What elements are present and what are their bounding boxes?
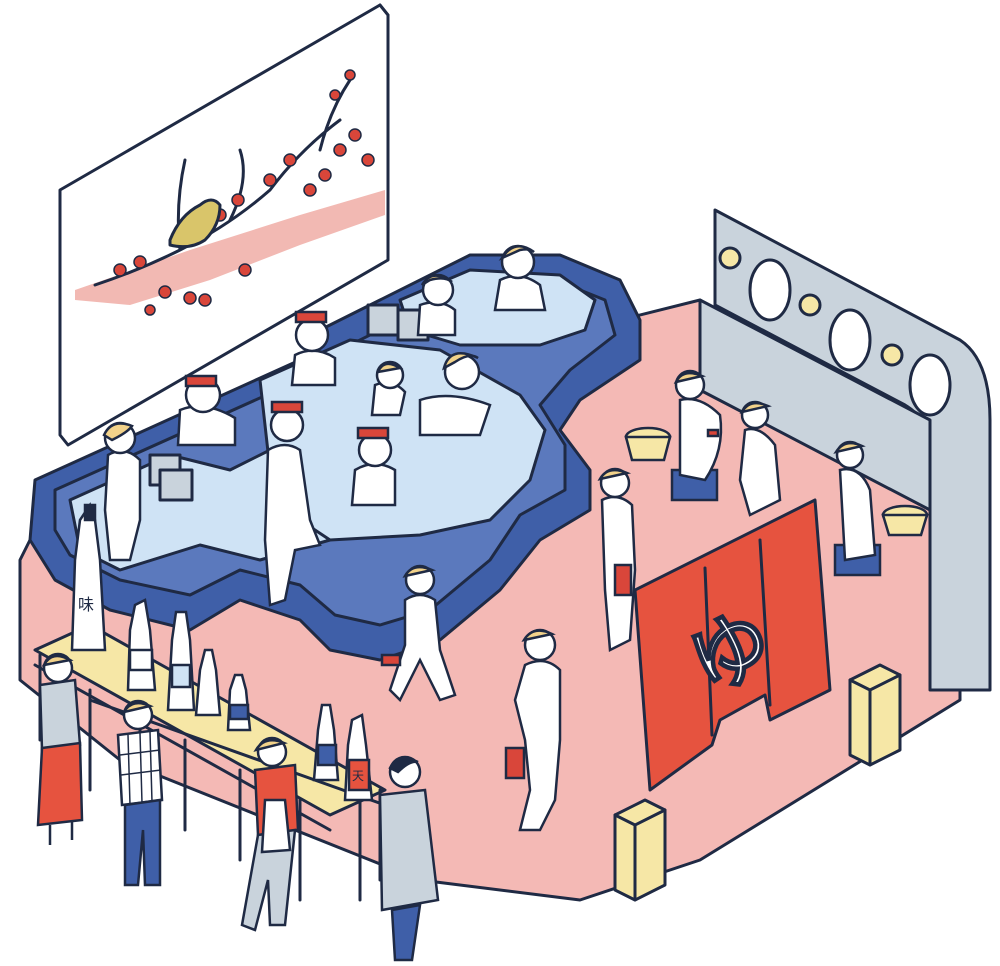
bather <box>493 244 547 312</box>
sake-bottle <box>194 648 222 717</box>
bathers <box>102 244 547 607</box>
visitor <box>36 652 84 845</box>
bird <box>168 198 222 249</box>
mirror <box>908 353 952 417</box>
bather <box>418 352 492 437</box>
visitor <box>116 699 164 887</box>
bather <box>370 360 407 417</box>
sake-bottle <box>312 703 340 782</box>
visitors <box>36 652 440 962</box>
bottle-label: 味 <box>78 595 94 614</box>
tap-block <box>366 303 400 337</box>
washing-wall <box>698 208 992 692</box>
sake-bottle <box>226 673 252 732</box>
soap-dish <box>718 246 742 270</box>
visitor <box>378 755 440 962</box>
soap-dish <box>880 343 904 367</box>
pink-branch <box>75 190 385 305</box>
paper-lantern <box>613 798 667 902</box>
sake-bottle-large: 味 <box>70 502 107 652</box>
bather <box>416 273 457 337</box>
soap-dish <box>798 293 822 317</box>
mirror <box>828 308 872 372</box>
walking-bathers <box>380 467 637 832</box>
sake-bottles: 味 天 <box>70 502 374 802</box>
bather <box>176 374 237 447</box>
noren-curtain: ゆ <box>633 498 832 792</box>
visitor <box>240 736 300 932</box>
standing-bather <box>102 421 142 562</box>
sake-bottle-red-label: 天 <box>343 713 374 802</box>
standing-bather <box>263 400 322 607</box>
washing-bathers <box>673 369 877 562</box>
plum-blossom-painting <box>58 3 390 447</box>
paper-lantern <box>848 663 902 767</box>
tap-block <box>158 468 194 502</box>
sake-bottle <box>166 610 196 712</box>
sake-bottle <box>126 598 157 692</box>
mirror <box>748 258 792 322</box>
bottle-label: 天 <box>352 769 364 783</box>
bather <box>350 426 397 507</box>
bather <box>290 310 337 387</box>
